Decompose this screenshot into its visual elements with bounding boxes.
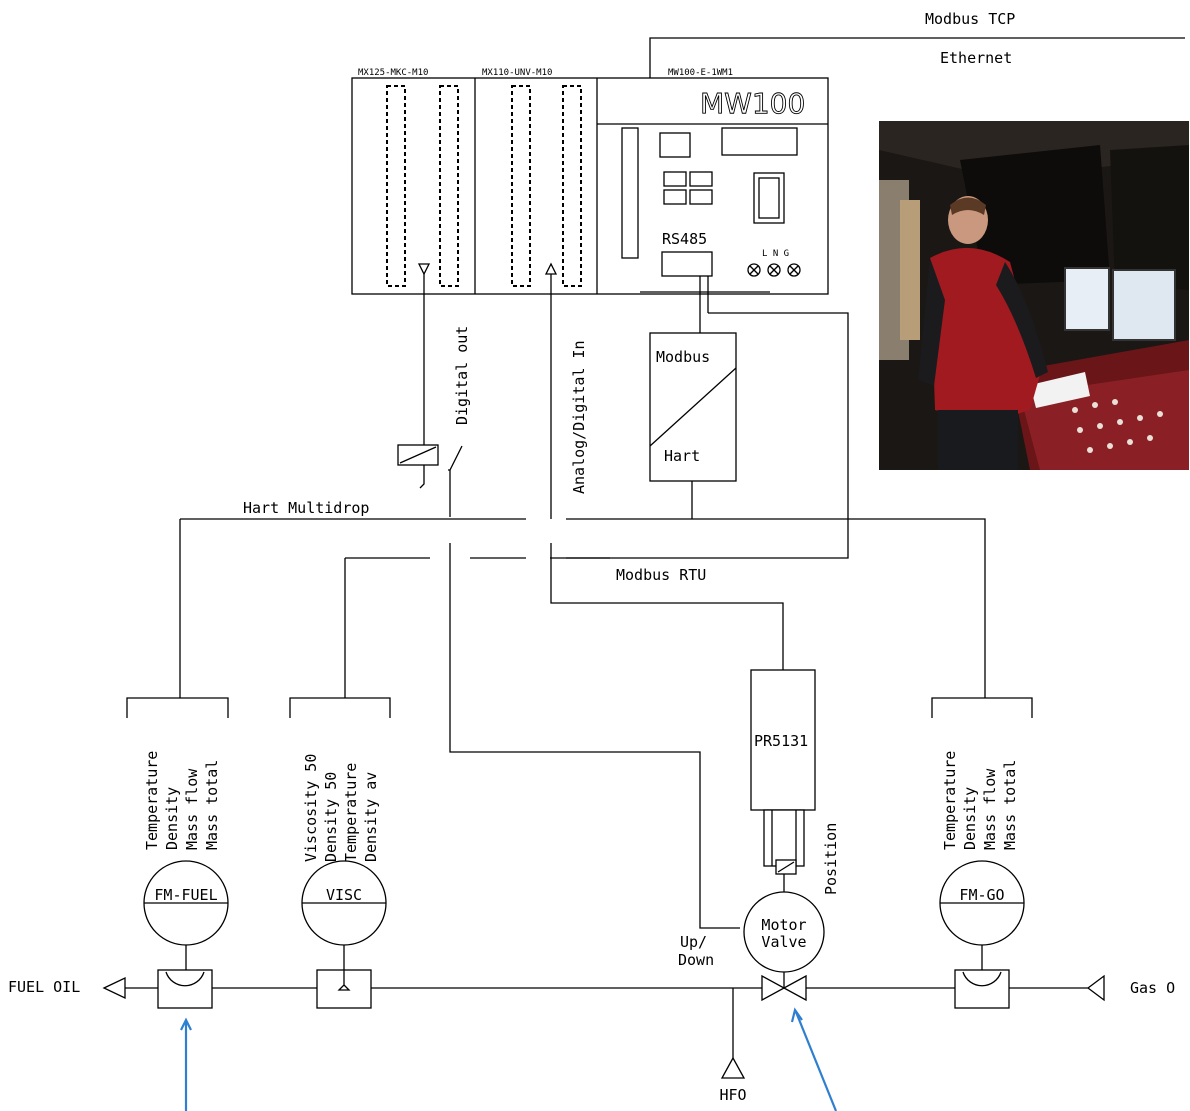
up-label: Up/ [680,933,707,951]
fm-fuel-tag: FM-FUEL [154,886,217,904]
valve-callout-arrow [790,1007,838,1111]
digital-out-label: Digital out [453,326,471,425]
pr5131-label: PR5131 [754,732,808,750]
fm-fuel-flowmeter-icon [157,969,213,1009]
fm-go-flowmeter-icon [954,969,1010,1009]
hfo-inlet-icon [720,1056,746,1079]
fm-go-measure-2: Density [961,787,979,850]
fm-go-tag: FM-GO [959,886,1004,904]
fm-go-measure-4: Mass total [1001,760,1019,850]
gas-oil-label: Gas O [1130,979,1175,997]
rs485-port [661,251,713,277]
module3-label: MW100-E-1WM1 [668,68,733,78]
motor-valve-line1: Motor [761,916,806,934]
position-label: Position [822,823,840,895]
instrument-fm-fuel: Temperature Density Mass flow Mass total… [126,697,229,1009]
modbus-rtu-label: Modbus RTU [616,566,706,584]
instrument-fm-go: Temperature Density Mass flow Mass total… [931,697,1033,1009]
motor-valve-assembly: PR5131 Position Motor Valve Up/ Down [678,669,840,1002]
module2-label: MX110-UNV-M10 [482,68,552,78]
modbus-tcp-label: Modbus TCP [925,10,1015,28]
down-label: Down [678,951,714,969]
visc-tag: VISC [326,886,362,904]
instrument-visc: Viscosity 50 Density 50 Temperature Dens… [289,697,391,1009]
converter-bottom-label: Hart [664,447,700,465]
brand-label: MW100 [700,87,805,120]
fuel-oil-outlet-icon [102,976,126,1000]
digital-out-port-icon [417,263,431,276]
fm-fuel-measure-2: Density [163,787,181,850]
controller-rack: MX125-MKC-M10 MX110-UNV-M10 MW100-E-1WM1… [351,68,829,295]
fm-go-measure-3: Mass flow [981,768,999,850]
pr5131-actuator [750,669,816,811]
ethernet-label: Ethernet [940,49,1012,67]
fm-fuel-measure-1: Temperature [143,751,161,850]
fm-fuel-measure-4: Mass total [203,760,221,850]
gas-oil-inlet-icon [1086,974,1105,1002]
fm-fuel-measure-3: Mass flow [183,768,201,850]
rack-outline [351,77,829,295]
visc-measure-3: Temperature [342,763,360,862]
hart-multidrop-label: Hart Multidrop [243,499,369,517]
flowmeter-callout-arrow [180,1017,192,1111]
lng-label: L N G [762,249,789,259]
fm-go-measure-1: Temperature [941,751,959,850]
module1-label: MX125-MKC-M10 [358,68,428,78]
rs485-label: RS485 [662,230,707,248]
visc-measure-1: Viscosity 50 [302,754,320,862]
visc-measure-4: Density av [362,772,380,862]
valve-body-icon [761,974,807,1002]
hfo-label: HFO [719,1086,746,1104]
visc-measure-2: Density 50 [322,772,340,862]
terminal-strips [386,85,582,287]
ethernet-port-icon [659,132,691,158]
lng-terminals-icon [747,263,801,277]
converter-top-label: Modbus [656,348,710,366]
operator-photo [879,121,1189,470]
fuel-oil-label: FUEL OIL [8,978,80,996]
analog-digital-in-label: Analog/Digital In [570,340,588,494]
motor-valve-line2: Valve [761,933,806,951]
